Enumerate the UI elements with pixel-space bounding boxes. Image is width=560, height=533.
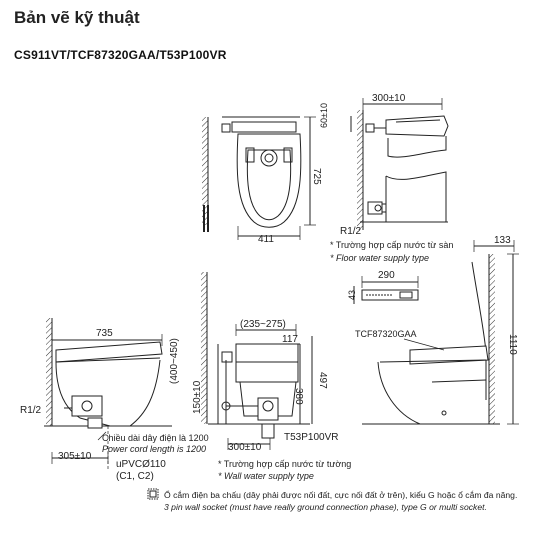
right-side-view bbox=[362, 240, 519, 425]
top-view-depth: 725 bbox=[311, 168, 322, 185]
socket-height: 43 bbox=[347, 290, 357, 300]
seat-label: TCF87320GAA bbox=[355, 329, 417, 339]
floor-supply-detail bbox=[350, 98, 449, 230]
floor-r-label: R1/2 bbox=[340, 226, 362, 237]
right-top-offset: 133 bbox=[494, 235, 511, 246]
wall-note-vi: * Trường hợp cấp nước từ tường bbox=[218, 459, 351, 469]
front-497: 497 bbox=[317, 372, 328, 389]
front-150: 150±10 bbox=[192, 380, 203, 414]
floor-note-vi: * Trường hợp cấp nước từ sàn bbox=[330, 240, 453, 250]
page-title: Bản vẽ kỹ thuật bbox=[14, 8, 140, 27]
floor-note-en: * Floor water supply type bbox=[330, 253, 429, 263]
socket-width: 290 bbox=[378, 270, 395, 281]
left-r-label: R1/2 bbox=[20, 405, 42, 416]
valve-label: T53P100VR bbox=[284, 432, 338, 443]
top-view bbox=[202, 116, 316, 240]
front-range: (235~275) bbox=[240, 319, 286, 330]
socket-symbol-icon bbox=[147, 488, 159, 500]
cord-note-vi: Chiều dài dây điện là 1200 bbox=[102, 433, 209, 443]
front-400-450: (400~450) bbox=[169, 338, 180, 384]
front-117: 117 bbox=[282, 334, 298, 345]
model-number: CS911VT/TCF87320GAA/T53P100VR bbox=[14, 48, 227, 62]
left-length: 735 bbox=[96, 328, 113, 339]
cord-note-en: Power cord length is 1200 bbox=[102, 444, 206, 454]
front-view bbox=[201, 272, 313, 450]
front-300: 300±10 bbox=[228, 442, 262, 453]
left-side-view bbox=[44, 318, 172, 470]
floor-height-dim: 60±10 bbox=[319, 103, 329, 128]
floor-wall-dim: 300±10 bbox=[372, 93, 406, 104]
wall-note-en: * Wall water supply type bbox=[218, 471, 314, 481]
top-view-width: 411 bbox=[258, 234, 274, 245]
socket-detail bbox=[353, 276, 419, 304]
pipe-label: uPVCØ110 bbox=[116, 459, 166, 470]
left-bottom-dim: 305±10 bbox=[58, 451, 92, 462]
footer-note-en: 3 pin wall socket (must have really grou… bbox=[164, 502, 487, 512]
pipe-note: (C1, C2) bbox=[116, 471, 154, 482]
footer-note-vi: Ổ cắm điện ba chấu (dây phải được nối đấ… bbox=[164, 489, 517, 500]
right-height: 1110 bbox=[507, 334, 518, 355]
front-380: 380 bbox=[293, 388, 304, 405]
